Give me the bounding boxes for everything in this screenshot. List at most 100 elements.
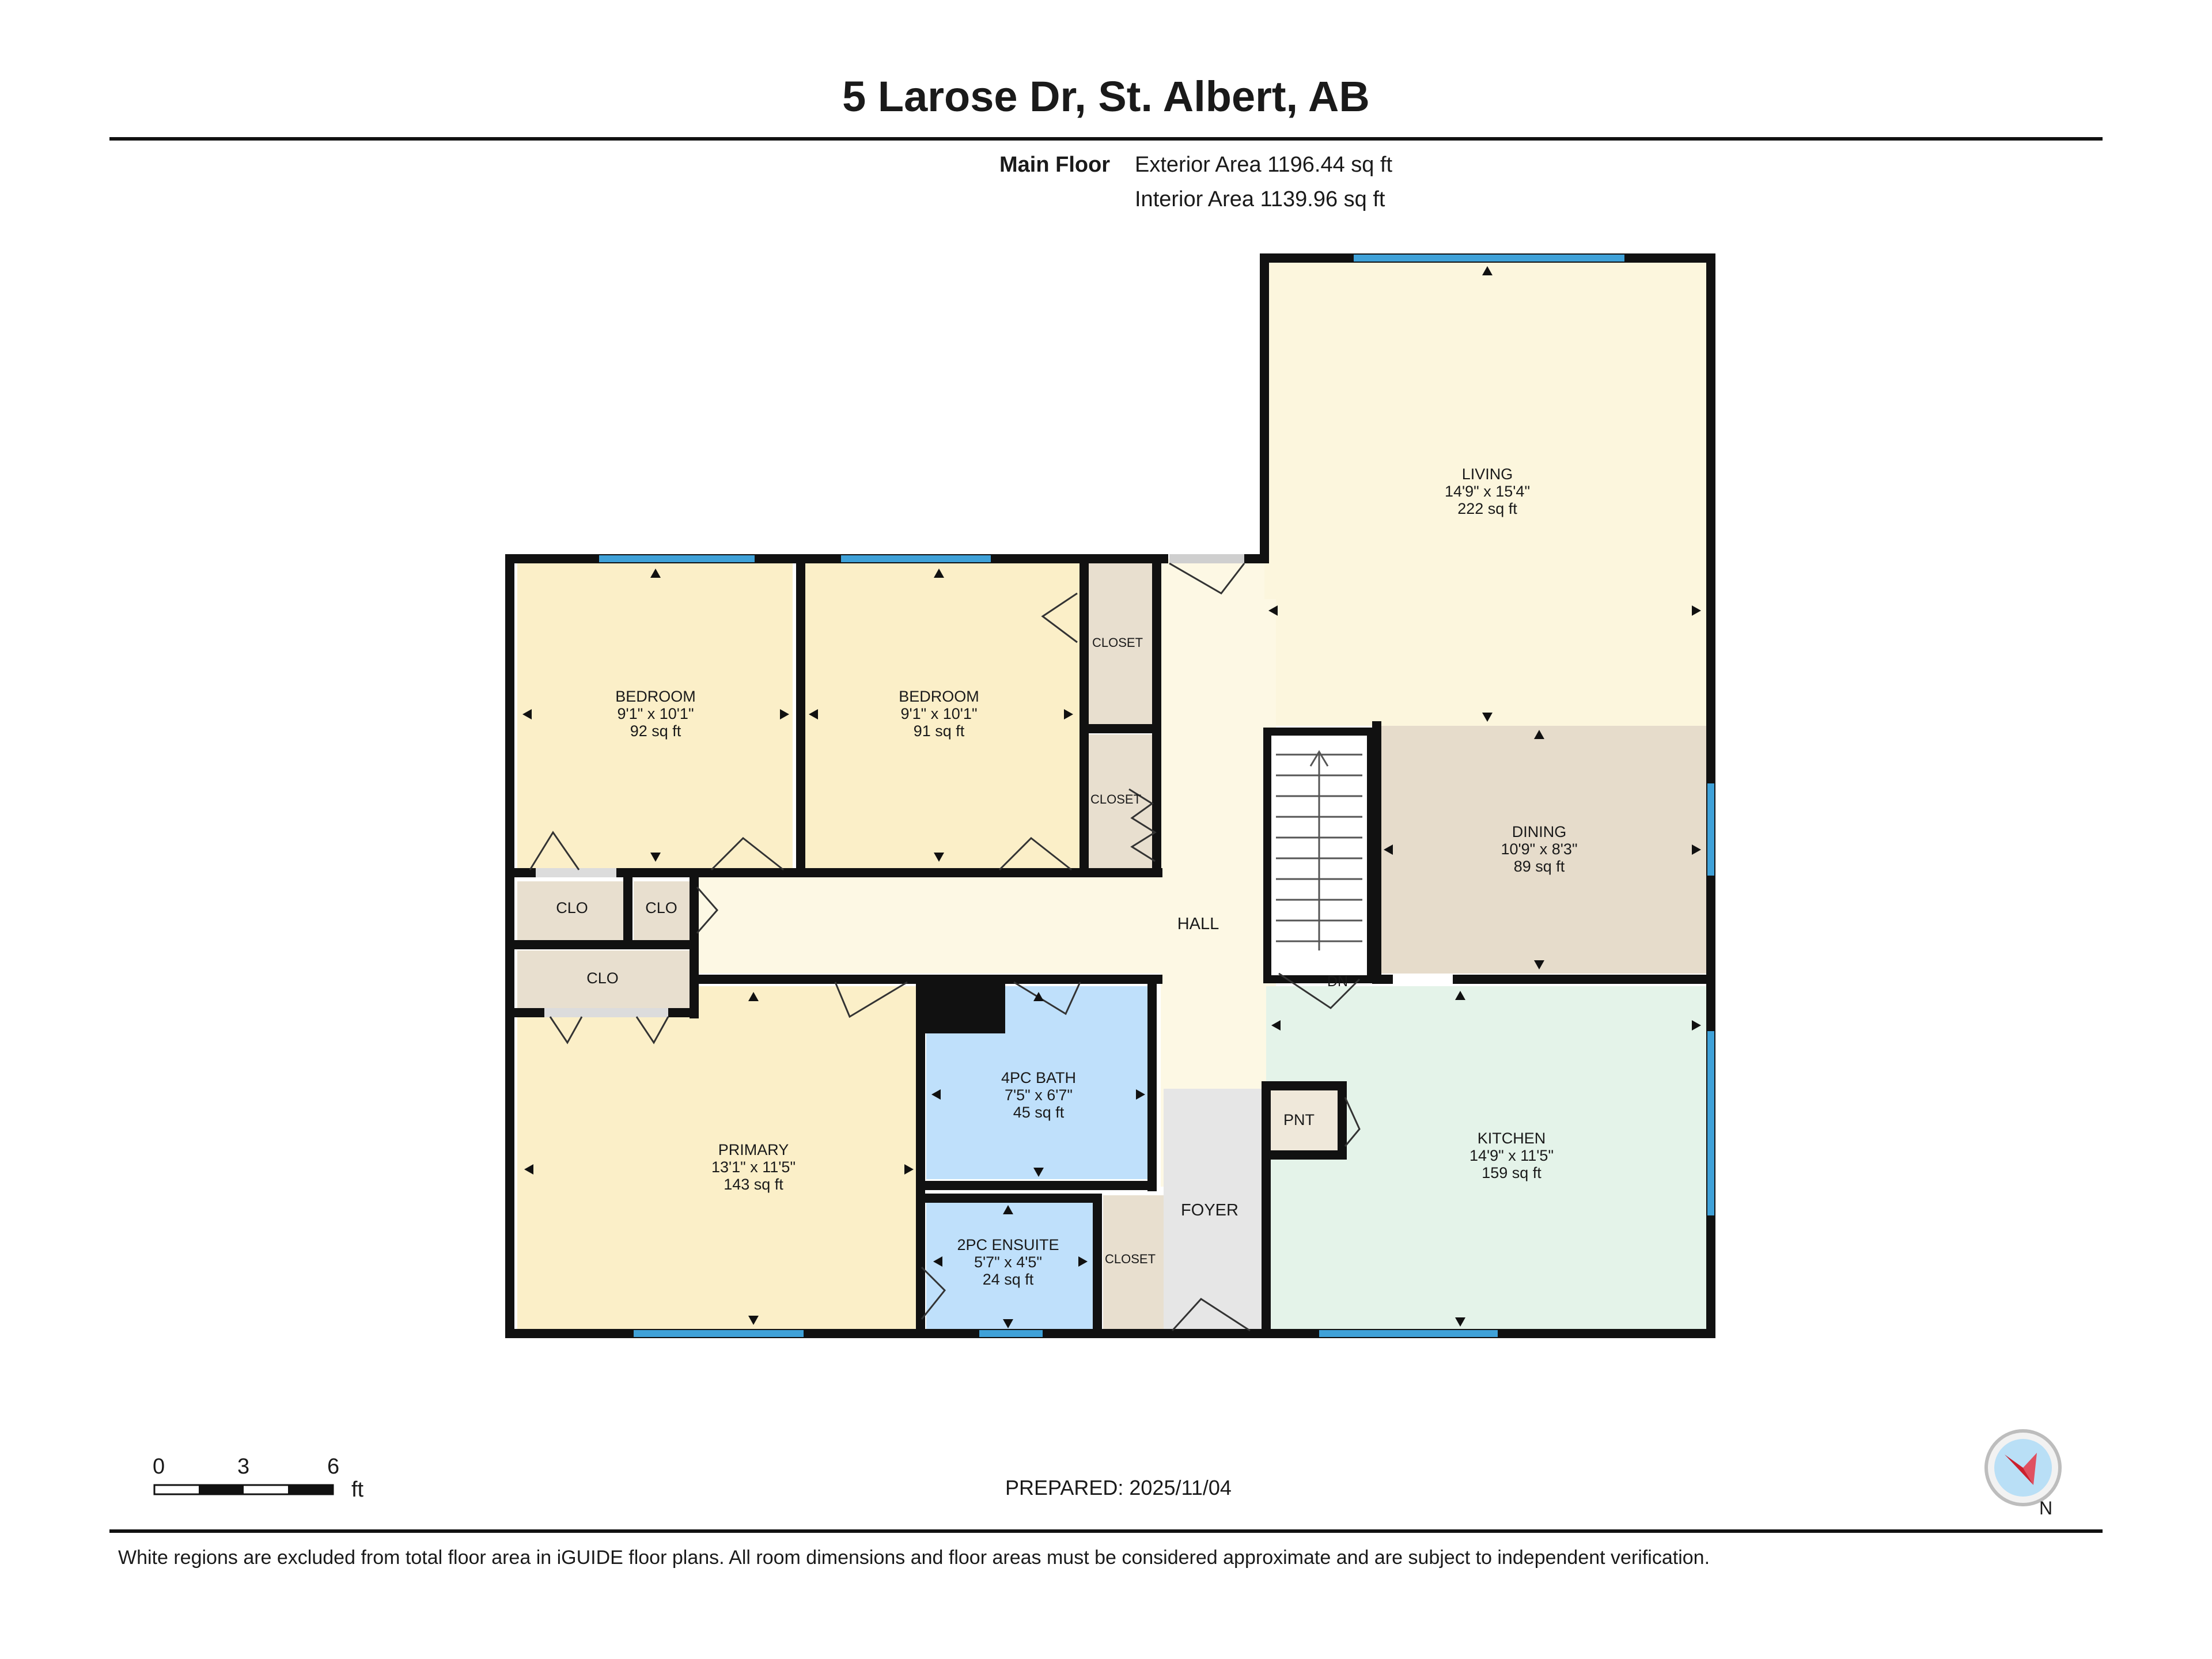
dimension-arrow-icon <box>934 569 944 578</box>
dimension-arrow-icon <box>1268 605 1278 616</box>
dimension-arrow-icon <box>1534 730 1544 739</box>
dimension-arrow-icon <box>748 1316 759 1325</box>
closet-b2-top-fill <box>1089 563 1152 725</box>
dimension-arrow-icon <box>933 1256 942 1267</box>
dimension-arrow-icon <box>1003 1205 1013 1214</box>
bedroom2-dims: 9'1" x 10'1" <box>900 705 977 722</box>
primary-name: PRIMARY <box>718 1141 789 1158</box>
living-name: LIVING <box>1462 465 1513 483</box>
walls <box>505 253 1715 1338</box>
dining-dims: 10'9" x 8'3" <box>1501 840 1577 858</box>
dimension-arrow-icon <box>1482 266 1493 275</box>
primary-area: 143 sq ft <box>724 1176 783 1193</box>
closet-foyer-fill <box>1103 1195 1164 1331</box>
dimension-arrow-icon <box>522 709 532 719</box>
dimension-arrow-icon <box>1534 960 1544 969</box>
bedroom1-name: BEDROOM <box>615 688 696 705</box>
kitchen-name: KITCHEN <box>1478 1130 1546 1147</box>
closet-foyer-name: CLOSET <box>1105 1252 1156 1266</box>
stairs-dn-label: DN <box>1327 974 1348 990</box>
closet-b2-top-name: CLOSET <box>1092 635 1143 650</box>
dimension-arrow-icon <box>904 1164 914 1175</box>
bedroom1-area: 92 sq ft <box>630 722 681 740</box>
bath4pc-area: 45 sq ft <box>1013 1104 1065 1121</box>
exterior-area: Exterior Area 1196.44 sq ft <box>1135 153 1393 177</box>
dimension-arrow-icon <box>1692 844 1701 855</box>
living-dims: 14'9" x 15'4" <box>1445 483 1530 500</box>
dimension-arrow-icon <box>1455 991 1465 1000</box>
ensuite-name: 2PC ENSUITE <box>957 1236 1059 1253</box>
dimension-arrow-icon <box>1064 709 1073 719</box>
foyer-fill <box>1164 1089 1262 1331</box>
clo1-fill <box>517 881 627 942</box>
dimension-arrow-icon <box>1482 713 1493 722</box>
dimension-arrow-icon <box>780 709 789 719</box>
scale-tick-3: 3 <box>237 1455 250 1479</box>
compass-icon <box>1984 1429 2062 1506</box>
clo2-fill <box>634 881 691 942</box>
kitchen-dims: 14'9" x 11'5" <box>1469 1147 1554 1164</box>
foyer-name: FOYER <box>1181 1201 1238 1219</box>
dimension-arrow-icon <box>1003 1319 1013 1328</box>
dimension-arrow-icon <box>1455 1317 1465 1327</box>
dimension-arrow-icon <box>1033 992 1044 1001</box>
scale-unit: ft <box>351 1478 364 1502</box>
floor-name: Main Floor <box>999 153 1111 177</box>
kitchen-area: 159 sq ft <box>1482 1164 1541 1181</box>
stairs <box>1263 728 1375 983</box>
header-divider <box>109 137 2103 141</box>
dimension-arrows <box>522 266 1701 1328</box>
closet-b2-bottom-name: CLOSET <box>1090 792 1141 806</box>
bedroom2-name: BEDROOM <box>899 688 979 705</box>
scale-bar <box>153 1484 334 1495</box>
clo2-name: CLO <box>645 899 677 916</box>
windows <box>599 255 1714 1337</box>
dimension-arrow-icon <box>524 1164 533 1175</box>
interior-area: Interior Area 1139.96 sq ft <box>1135 187 1385 211</box>
ensuite-fill <box>926 1201 1093 1331</box>
disclaimer: White regions are excluded from total fl… <box>118 1547 1710 1569</box>
dimension-arrow-icon <box>931 1089 941 1100</box>
dimension-arrow-icon <box>1692 1020 1701 1031</box>
dimension-arrow-icon <box>934 853 944 862</box>
dimension-arrow-icon <box>1384 844 1393 855</box>
bedroom2-fill <box>805 563 1082 869</box>
closet-b2-bottom-fill <box>1089 734 1152 870</box>
bath4pc-name: 4PC BATH <box>1001 1069 1076 1086</box>
dimension-arrow-icon <box>809 709 818 719</box>
bath-black-block <box>919 978 1005 1033</box>
dimension-arrow-icon <box>1078 1256 1088 1267</box>
dining-area: 89 sq ft <box>1514 858 1565 875</box>
primary-fill <box>517 986 919 1331</box>
bath4pc-dims: 7'5" x 6'7" <box>1005 1086 1073 1104</box>
hall-name: HALL <box>1177 915 1219 933</box>
dimension-arrow-icon <box>650 853 661 862</box>
clo3-name: CLO <box>586 969 619 987</box>
ensuite-dims: 5'7" x 4'5" <box>974 1253 1042 1271</box>
living-area: 222 sq ft <box>1457 500 1517 517</box>
clo3-fill <box>517 950 691 1008</box>
dining-name: DINING <box>1512 823 1567 840</box>
doors <box>529 554 1361 1332</box>
compass-north-label: N <box>2039 1498 2053 1518</box>
room-fills <box>517 259 1710 1331</box>
ensuite-area: 24 sq ft <box>983 1271 1034 1288</box>
dimension-arrow-icon <box>1033 1168 1044 1177</box>
footer-divider <box>109 1529 2103 1533</box>
dimension-arrow-icon <box>650 569 661 578</box>
pantry-fill <box>1270 1089 1339 1152</box>
primary-dims: 13'1" x 11'5" <box>711 1158 796 1176</box>
dimension-arrow-icon <box>748 992 759 1001</box>
living-fill <box>1264 259 1708 726</box>
scale-tick-6: 6 <box>327 1455 340 1479</box>
dimension-arrow-icon <box>1136 1089 1145 1100</box>
dining-fill <box>1381 726 1708 974</box>
bedroom2-area: 91 sq ft <box>914 722 965 740</box>
dimension-arrow-icon <box>1271 1020 1281 1031</box>
scale-tick-0: 0 <box>153 1455 165 1479</box>
page-title: 5 Larose Dr, St. Albert, AB <box>842 73 1370 120</box>
bedroom1-dims: 9'1" x 10'1" <box>617 705 694 722</box>
pantry-name: PNT <box>1283 1111 1315 1128</box>
bedroom1-fill <box>517 563 793 869</box>
prepared-date: PREPARED: 2025/11/04 <box>1005 1476 1232 1499</box>
